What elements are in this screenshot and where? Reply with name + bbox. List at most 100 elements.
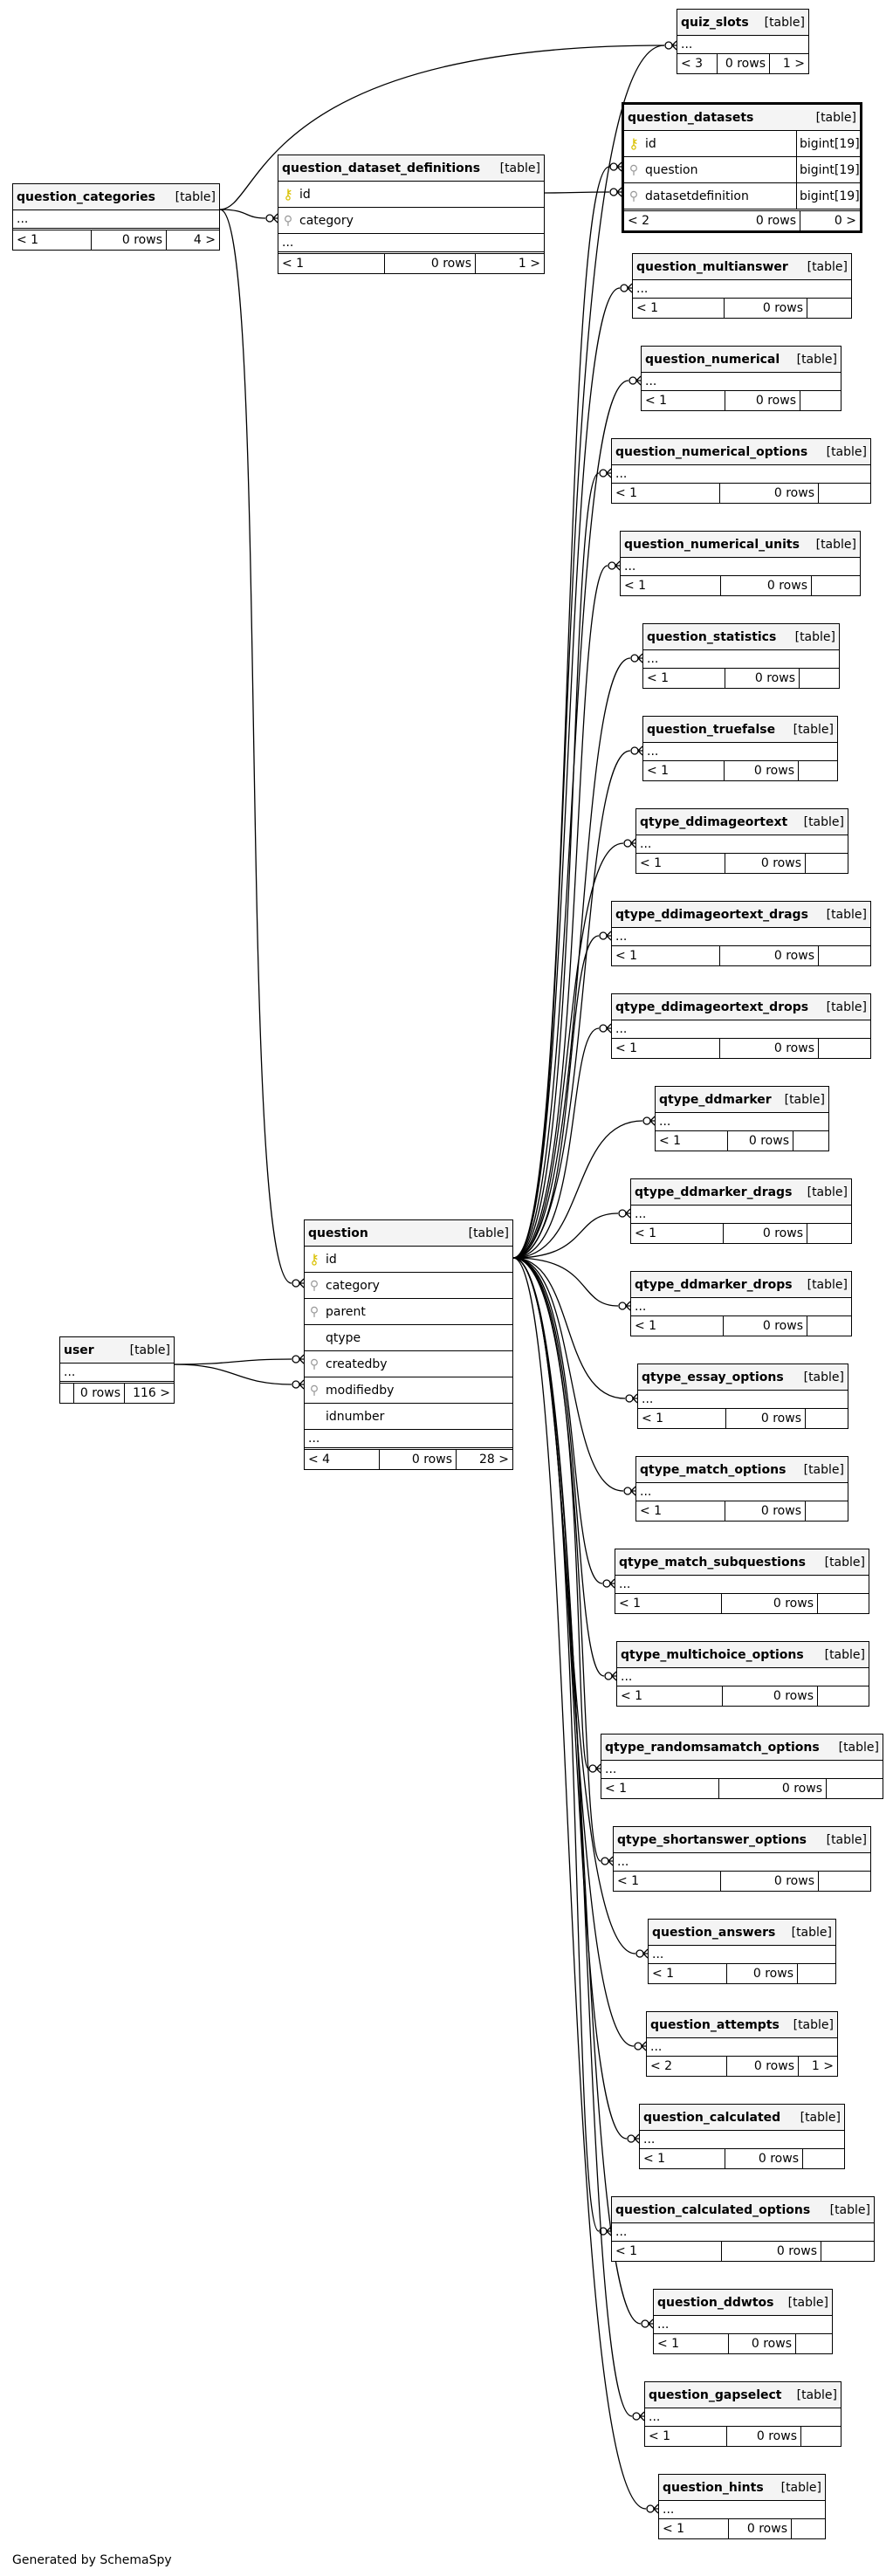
parents-count[interactable]: < 1 — [643, 761, 725, 780]
parents-count[interactable]: < 1 — [278, 254, 385, 273]
children-count[interactable] — [798, 1964, 835, 1983]
parents-count[interactable]: < 1 — [654, 2334, 729, 2353]
children-count[interactable]: 4 > — [193, 233, 216, 247]
children-count[interactable] — [807, 1224, 851, 1243]
table-user[interactable]: user[table] ... 0 rows 116 > — [59, 1336, 175, 1404]
children-count[interactable] — [799, 761, 837, 780]
parents-count[interactable]: < 1 — [636, 1501, 725, 1521]
parents-count[interactable]: < 1 — [640, 2149, 725, 2168]
column-row[interactable]: ⚲category — [278, 208, 544, 234]
children-count[interactable]: 0 > — [834, 214, 856, 228]
children-count[interactable] — [819, 946, 870, 965]
table-question-calculated-options[interactable]: question_calculated_options[table]...< 1… — [611, 2196, 875, 2262]
children-count[interactable] — [801, 2427, 841, 2446]
children-count[interactable] — [827, 1779, 883, 1798]
column-row[interactable]: idnumber — [305, 1404, 512, 1430]
table-quiz-slots[interactable]: quiz_slots[table] ... < 3 0 rows 1 > — [677, 9, 809, 74]
children-count[interactable]: 1 > — [782, 57, 805, 71]
parents-count[interactable]: < 1 — [621, 576, 721, 595]
parents-count[interactable]: < 2 — [647, 2057, 727, 2076]
parents-count[interactable]: < 4 — [305, 1450, 380, 1469]
parents-count[interactable]: < 1 — [633, 299, 725, 318]
table-question-categories[interactable]: question_categories[table] ... < 1 0 row… — [12, 183, 220, 251]
children-count[interactable] — [819, 484, 870, 503]
table-question-dataset-definitions[interactable]: question_dataset_definitions[table] ⚷id … — [278, 155, 545, 274]
children-count[interactable] — [792, 2519, 825, 2538]
parents-count[interactable]: < 1 — [617, 1686, 723, 1706]
parents-count[interactable]: < 1 — [612, 484, 720, 503]
parents-count[interactable]: < 1 — [631, 1224, 724, 1243]
children-count[interactable] — [819, 1039, 870, 1058]
parents-count[interactable]: < 1 — [643, 669, 725, 688]
column-row[interactable]: ⚲parent — [305, 1299, 512, 1325]
parents-count[interactable]: < 1 — [649, 1964, 727, 1983]
parents-count[interactable]: < 1 — [638, 1409, 726, 1428]
children-count[interactable] — [818, 1594, 869, 1613]
children-count[interactable]: 116 > — [133, 1386, 170, 1400]
children-count[interactable]: 1 > — [518, 257, 540, 271]
column-row[interactable]: ⚲createdby — [305, 1351, 512, 1377]
children-count[interactable] — [806, 854, 848, 873]
children-count[interactable] — [807, 299, 851, 318]
column-row[interactable]: ⚷id — [305, 1247, 512, 1273]
children-count[interactable] — [803, 2149, 844, 2168]
column-row[interactable]: qtype — [305, 1325, 512, 1351]
children-count[interactable] — [807, 1316, 851, 1336]
parents-count[interactable]: < 1 — [601, 1779, 719, 1798]
parents-count[interactable]: < 1 — [631, 1316, 724, 1336]
children-count[interactable] — [796, 2334, 832, 2353]
parents-count[interactable] — [60, 1384, 74, 1403]
table-qtype-randomsamatch-options[interactable]: qtype_randomsamatch_options[table]...< 1… — [601, 1734, 883, 1799]
parents-count[interactable]: < 1 — [642, 391, 725, 410]
children-count[interactable] — [806, 1409, 848, 1428]
parents-count[interactable]: < 3 — [677, 54, 718, 73]
children-count[interactable] — [793, 1131, 828, 1151]
children-count[interactable] — [812, 576, 860, 595]
parents-count[interactable]: < 1 — [13, 230, 92, 250]
children-count[interactable] — [800, 391, 841, 410]
children-count[interactable]: 1 > — [811, 2059, 834, 2073]
children-count[interactable]: 28 > — [479, 1453, 509, 1467]
children-count[interactable] — [819, 1872, 870, 1891]
children-count[interactable] — [800, 669, 839, 688]
children-count[interactable] — [821, 2242, 874, 2261]
table-question[interactable]: question[table] ⚷id ⚲category ⚲parent qt… — [304, 1219, 513, 1470]
children-count[interactable] — [818, 1686, 869, 1706]
parents-count[interactable]: < 1 — [645, 2427, 727, 2446]
parents-count[interactable]: < 1 — [614, 1872, 721, 1891]
parents-count[interactable]: < 1 — [612, 946, 720, 965]
parents-count[interactable]: < 1 — [612, 2242, 722, 2261]
column-row[interactable]: ⚲modifiedby — [305, 1377, 512, 1404]
parents-count[interactable]: < 1 — [636, 854, 725, 873]
parents-count[interactable]: < 2 — [628, 214, 650, 228]
parents-count[interactable]: < 1 — [656, 1131, 728, 1151]
column-row[interactable]: ⚷id — [278, 182, 544, 208]
children-count[interactable] — [806, 1501, 848, 1521]
